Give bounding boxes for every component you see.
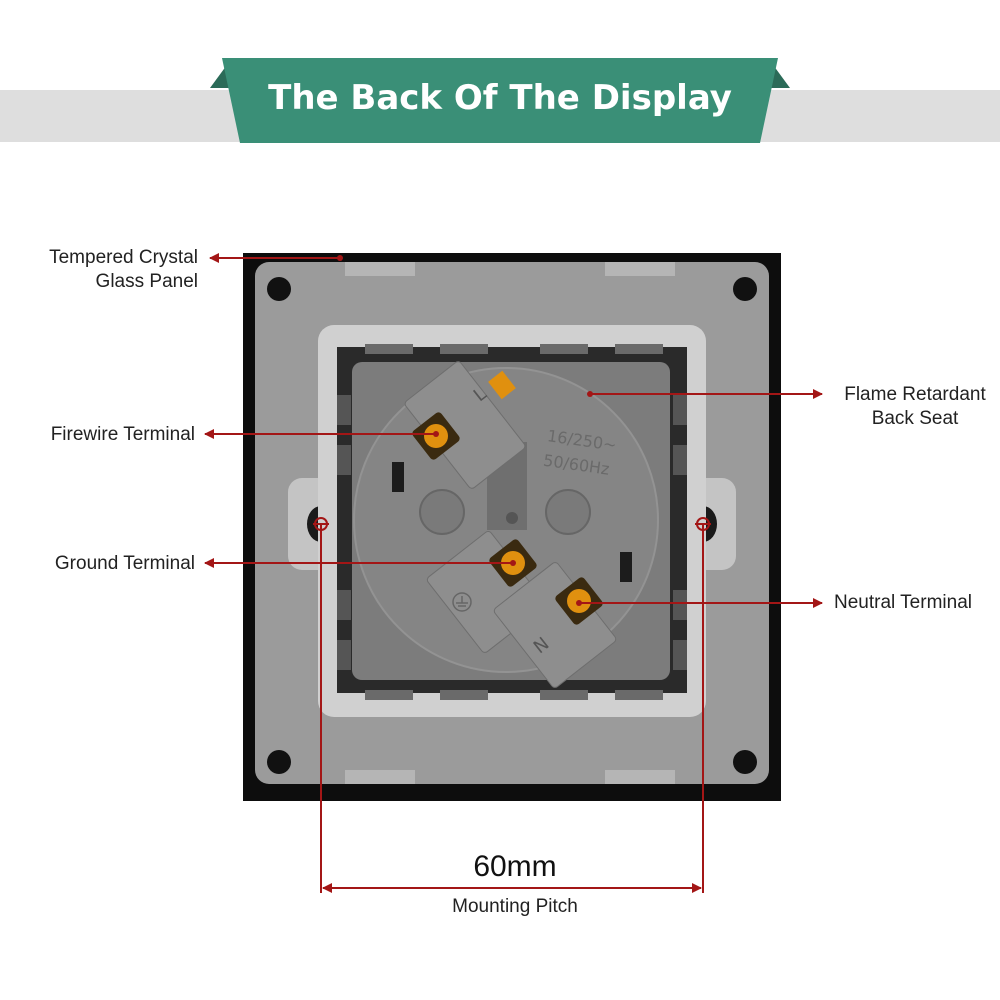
label-ground-terminal: Ground Terminal [54,553,195,574]
pin-right [545,489,591,535]
title-banner [210,58,790,143]
label-glass-panel: Tempered Crystal Glass Panel [49,247,198,292]
corner-hole-tr [733,277,757,301]
dimension-value: 60mm [473,850,557,883]
page-title: The Back Of The Display [268,78,732,118]
corner-hole-tl [267,277,291,301]
dimension-caption: Mounting Pitch [452,896,578,917]
corner-hole-bl [267,750,291,774]
corner-hole-br [733,750,757,774]
pin-left [419,489,465,535]
label-neutral-terminal: Neutral Terminal [834,592,972,613]
label-firewire-terminal: Firewire Terminal [50,424,195,445]
earth-symbol-icon [452,592,472,612]
label-flame-retardant-seat: Flame Retardant Back Seat [844,384,986,429]
